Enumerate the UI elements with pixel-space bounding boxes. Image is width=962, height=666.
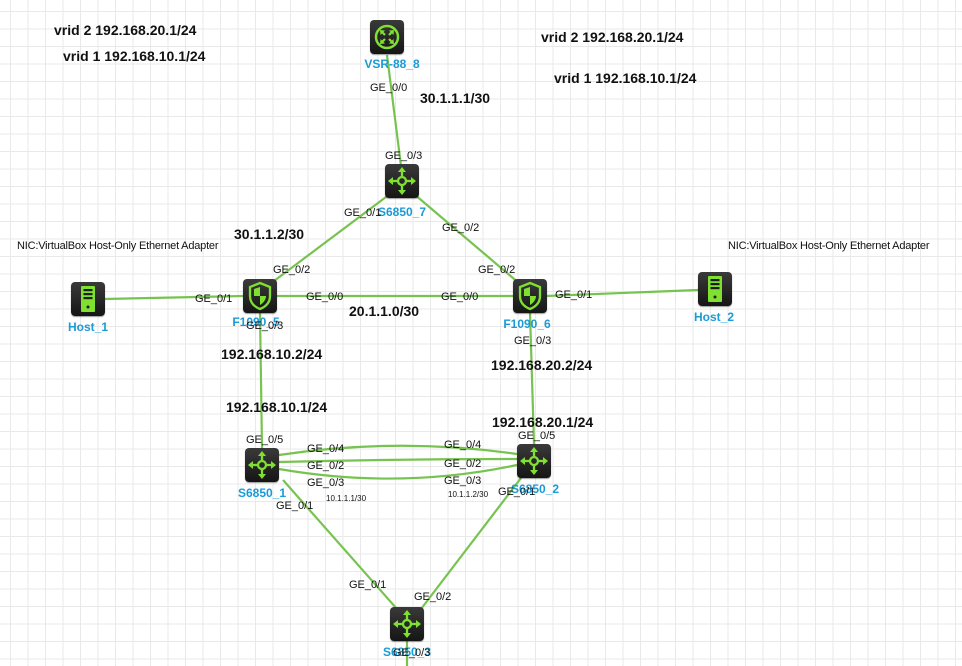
port-label: GE_0/2 bbox=[478, 264, 516, 276]
annotation-vrid1-left: vrid 1 192.168.10.1/24 bbox=[63, 48, 206, 64]
port-label: GE_0/4 bbox=[444, 439, 482, 451]
l3-switch-icon bbox=[248, 451, 276, 479]
annotation-f5-up-ip: 30.1.1.2/30 bbox=[234, 226, 305, 242]
link-s6850-1-s6850-2-ge03[interactable] bbox=[278, 463, 518, 480]
annotation-fw-link-net: 20.1.1.0/30 bbox=[349, 303, 420, 319]
port-label: GE_0/5 bbox=[246, 434, 284, 446]
port-label: GE_0/1 bbox=[195, 293, 233, 305]
annotation-nic-left: NIC:VirtualBox Host-Only Ethernet Adapte… bbox=[17, 240, 219, 252]
annotation-vrid2-right: vrid 2 192.168.20.1/24 bbox=[541, 29, 684, 45]
device-s6850-3[interactable] bbox=[390, 607, 424, 641]
port-label: GE_0/2 bbox=[444, 458, 482, 470]
device-s6850-7[interactable] bbox=[385, 164, 419, 198]
device-f1090-6[interactable] bbox=[513, 279, 547, 313]
annotation-s2-ip: 192.168.20.1/24 bbox=[492, 414, 594, 430]
port-label: GE_0/2 bbox=[442, 222, 480, 234]
port-label: GE_0/5 bbox=[518, 430, 556, 442]
device-host-1[interactable] bbox=[71, 282, 105, 316]
link-host1-f1090-5[interactable] bbox=[103, 294, 244, 301]
port-label: GE_0/2 bbox=[273, 264, 311, 276]
port-label: GE_0/4 bbox=[307, 443, 345, 455]
device-label-vsr-88-8: VSR-88_8 bbox=[364, 57, 420, 71]
annotation-vsr-ip: 30.1.1.1/30 bbox=[420, 90, 491, 106]
annotation-vrid1-right: vrid 1 192.168.10.1/24 bbox=[554, 70, 697, 86]
device-s6850-2[interactable] bbox=[517, 444, 551, 478]
l3-switch-icon bbox=[393, 610, 421, 638]
l3-switch-icon bbox=[388, 167, 416, 195]
device-s6850-1[interactable] bbox=[245, 448, 279, 482]
link-s6850-7-f1090-6[interactable] bbox=[413, 193, 521, 285]
link-s6850-1-s6850-3[interactable] bbox=[282, 479, 398, 610]
firewall-shield-icon bbox=[248, 281, 272, 311]
annotation-s2-agg-ip: 10.1.1.2/30 bbox=[448, 490, 489, 499]
annotation-f5-down-ip: 192.168.10.2/24 bbox=[221, 346, 323, 362]
port-label: GE_0/0 bbox=[441, 291, 479, 303]
port-label: GE_0/2 bbox=[307, 460, 345, 472]
link-s6850-1-s6850-2-ge02[interactable] bbox=[278, 457, 518, 464]
firewall-shield-icon bbox=[518, 281, 542, 311]
device-label-host-2: Host_2 bbox=[693, 310, 735, 324]
link-f1090-6-host2[interactable] bbox=[545, 288, 699, 298]
device-vsr-88-8[interactable] bbox=[370, 20, 404, 54]
annotation-f6-down-ip: 192.168.20.2/24 bbox=[491, 357, 593, 373]
link-f1090-5-s6850-1[interactable] bbox=[258, 312, 264, 449]
port-label: GE_0/1 bbox=[344, 207, 382, 219]
link-s6850-2-s6850-3[interactable] bbox=[420, 477, 522, 610]
device-label-s6850-7: S6850_7 bbox=[377, 205, 427, 219]
device-label-host-1: Host_1 bbox=[67, 320, 109, 334]
device-host-2[interactable] bbox=[698, 272, 732, 306]
link-s6850-7-f1090-5[interactable] bbox=[269, 193, 391, 285]
port-label: GE_0/1 bbox=[276, 500, 314, 512]
l3-switch-icon bbox=[520, 447, 548, 475]
device-label-s6850-3: S6850_3 bbox=[382, 645, 432, 659]
device-label-s6850-1: S6850_1 bbox=[237, 486, 287, 500]
port-label: GE_0/1 bbox=[498, 486, 536, 498]
router-icon bbox=[374, 24, 400, 50]
annotation-vrid2-left: vrid 2 192.168.20.1/24 bbox=[54, 22, 197, 38]
port-label: GE_0/2 bbox=[414, 591, 452, 603]
port-label: GE_0/3 bbox=[307, 477, 345, 489]
annotation-nic-right: NIC:VirtualBox Host-Only Ethernet Adapte… bbox=[728, 240, 930, 252]
port-label: GE_0/3 bbox=[444, 475, 482, 487]
link-f1090-6-s6850-2[interactable] bbox=[528, 312, 536, 445]
device-f1090-5[interactable] bbox=[243, 279, 277, 313]
device-label-s6850-2: S6850_2 bbox=[510, 482, 560, 496]
link-s6850-1-s6850-2-ge04[interactable] bbox=[278, 444, 518, 457]
annotation-s1-ip: 192.168.10.1/24 bbox=[226, 399, 328, 415]
link-vsr-s6850-7[interactable] bbox=[385, 54, 403, 167]
port-label: GE_0/3 bbox=[393, 647, 431, 659]
port-label: GE_0/3 bbox=[385, 150, 423, 162]
port-label: GE_0/0 bbox=[370, 82, 408, 94]
port-label: GE_0/3 bbox=[246, 320, 284, 332]
host-server-icon bbox=[81, 286, 95, 312]
annotation-s1-agg-ip: 10.1.1.1/30 bbox=[326, 494, 367, 503]
host-server-icon bbox=[708, 276, 722, 302]
device-label-f1090-5: F1090_5 bbox=[232, 315, 280, 329]
port-label: GE_0/1 bbox=[555, 289, 593, 301]
port-label: GE_0/0 bbox=[306, 291, 344, 303]
port-label: GE_0/1 bbox=[349, 579, 387, 591]
port-label: GE_0/3 bbox=[514, 335, 552, 347]
device-label-f1090-6: F1090_6 bbox=[503, 317, 551, 331]
